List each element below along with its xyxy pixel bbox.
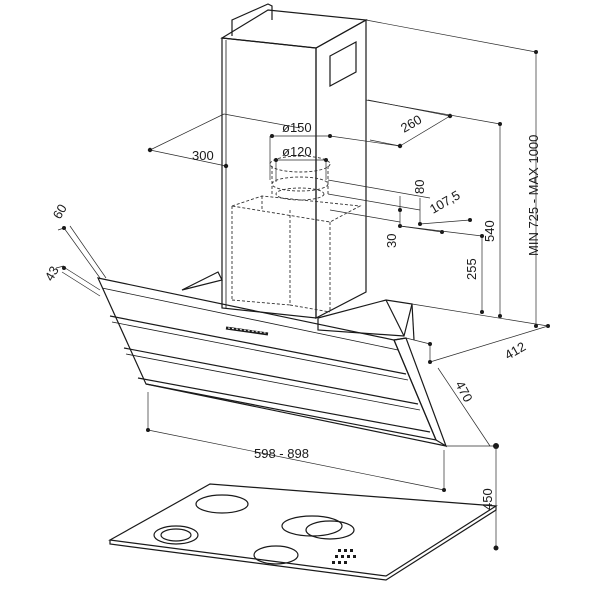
- burner-2: [153, 525, 199, 545]
- burner-1: [195, 494, 249, 514]
- chimney: [220, 3, 368, 319]
- hob-controls: [332, 549, 356, 564]
- dim-260: 260: [398, 112, 424, 136]
- hob: [108, 483, 498, 581]
- dim-255: 255: [464, 258, 479, 280]
- dim-80: 80: [412, 180, 427, 194]
- motor-housing-hidden: [231, 155, 362, 313]
- dim-412: 412: [502, 339, 528, 363]
- burner-4: [253, 545, 299, 565]
- dim-540: 540: [482, 220, 497, 242]
- hood-body: [96, 271, 448, 448]
- dim-min-max-height: MIN 725 - MAX 1000: [526, 135, 541, 256]
- dim-30: 30: [384, 234, 399, 248]
- dim-width-range: 598 - 898: [254, 446, 309, 461]
- dimension-lines: [55, 19, 550, 551]
- dim-60: 60: [50, 201, 70, 221]
- dim-diameter-150: ø150: [282, 120, 312, 135]
- dim-300: 300: [192, 148, 214, 163]
- dim-43: 43: [42, 263, 62, 283]
- dimension-labels: 300 ø150 ø120 260 80 107,5 30 540 255 MI…: [42, 112, 541, 510]
- burner-3: [281, 515, 343, 537]
- dim-470: 470: [452, 378, 475, 404]
- dim-450: 450: [480, 488, 495, 510]
- dim-diameter-120: ø120: [282, 144, 312, 159]
- dim-107-5: 107,5: [427, 187, 463, 216]
- vent-grille: [329, 40, 357, 88]
- control-panel: [225, 326, 269, 336]
